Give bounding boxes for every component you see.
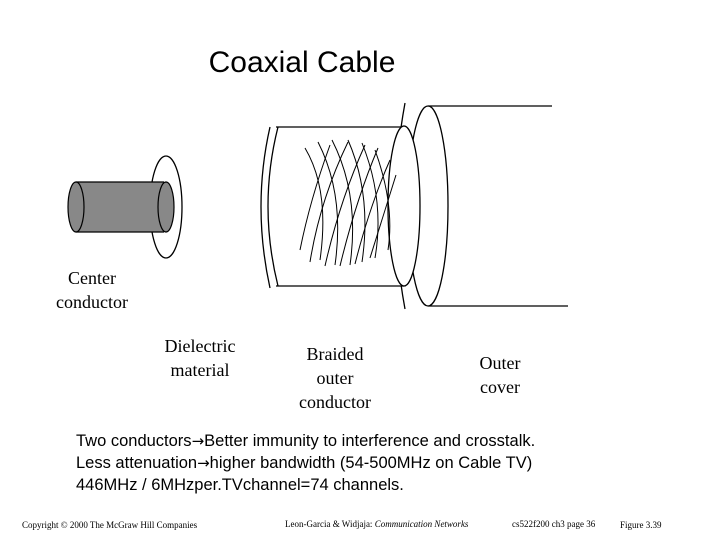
center-conductor-layer [67,181,175,233]
braid-arc-outer [260,126,271,289]
label-center-conductor-line2: conductor [56,292,128,312]
label-center-conductor-line1: Center [68,268,116,288]
label-dielectric-line1: Dielectric [164,336,236,356]
label-center-conductor: Center conductor [42,266,142,314]
outer-cover-layer [394,102,568,310]
bullet-line-2: Less attenuation→higher bandwidth (54-50… [76,454,533,472]
footer-book-title: Communication Networks [374,519,469,529]
slide-title: Coaxial Cable [208,46,396,79]
label-outer-cover-line2: cover [480,377,520,397]
center-conductor-face [67,181,85,233]
label-braided-line1: Braided [306,344,364,364]
label-braided: Braided outer conductor [285,342,385,414]
center-conductor-end [157,181,175,233]
braided-layer [260,125,421,289]
braid-end [387,125,421,287]
label-dielectric-line2: material [170,360,230,380]
arrow-right-icon: → [197,454,210,472]
label-braided-line2: outer [316,368,354,388]
footer-course: cs522f200 ch3 page 36 [512,519,596,529]
body-text: Two conductors→Better immunity to interf… [76,430,535,496]
bullet-line-1: Two conductors→Better immunity to interf… [76,432,536,450]
outer-cover-outline [428,105,568,307]
footer-authors: Leon-Garcia & Widjaja: Communication Net… [285,519,469,529]
label-outer-cover-line1: Outer [479,353,521,373]
label-outer-cover: Outer cover [450,351,550,399]
braid-arc [267,126,279,287]
bullet-line-3: 446MHz / 6MHzper.TVchannel=74 channels. [76,476,404,494]
footer-figure: Figure 3.39 [620,520,662,530]
label-dielectric: Dielectric material [150,334,250,382]
label-braided-line3: conductor [299,392,371,412]
footer-copyright: Copyright © 2000 The McGraw Hill Compani… [22,520,198,530]
braid-outline [276,126,404,287]
arrow-right-icon: → [191,432,205,450]
braid-weave [299,139,397,267]
